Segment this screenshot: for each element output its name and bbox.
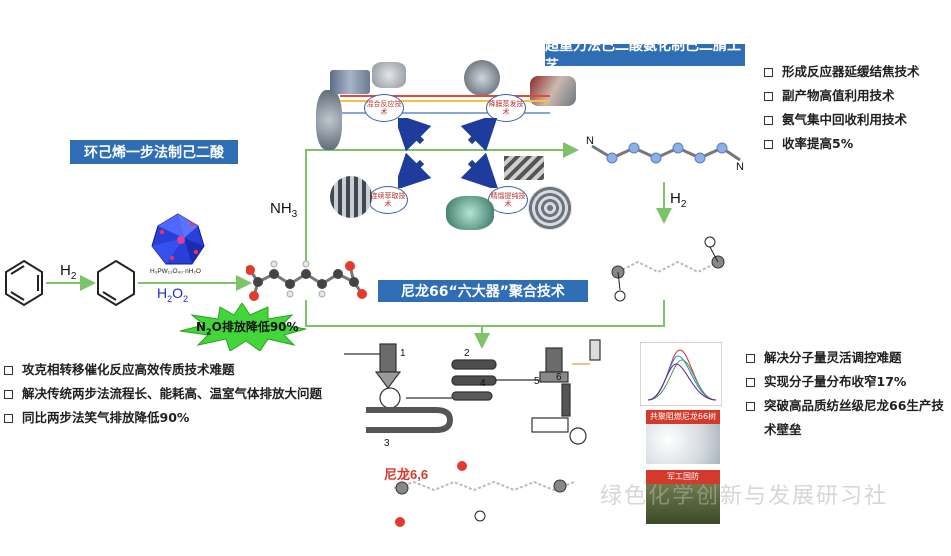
equipment-photo-6: [330, 176, 372, 218]
resin-pellets-photo: [646, 424, 720, 464]
n2o-reduction-burst: [179, 303, 307, 351]
list-item: 实现分子量分布收窄17%: [746, 370, 951, 394]
equipment-number-4: 4: [480, 378, 486, 389]
list-item: 副产物高值利用技术: [764, 84, 920, 108]
equipment-number-5: 5: [534, 376, 540, 387]
adiponitrile-molecule: N N: [586, 135, 744, 172]
title-nylon-polymerization: 尼龙66“六大器”聚合技术: [378, 280, 588, 302]
list-item: 同比两步法笑气排放降低90%: [4, 406, 322, 430]
nylon-advantages-list: 解决分子量灵活调控难题 实现分子量分布收窄17% 突破高品质纺丝级尼龙66生产技…: [746, 346, 951, 442]
svg-text:N: N: [736, 161, 744, 172]
equipment-photo-9: [528, 186, 572, 230]
bubble-falling-film: 降膜蒸发技术: [486, 94, 526, 122]
process-line-blue: [340, 112, 550, 114]
n2o-reduction-text: N2O排放降低90%: [196, 320, 299, 337]
equipment-photo-7: [446, 196, 494, 230]
catalyst-formula: H₃PW₁₂O₄₀·nH₂O: [150, 268, 201, 275]
title-supergravity-process: 超重力法己二酸氨化制己二腈工艺: [545, 38, 745, 74]
process-line-yellow: [340, 100, 550, 102]
nylon66-chain-molecule: [393, 461, 575, 527]
equipment-photo-2: [330, 70, 370, 94]
molecular-weight-distribution-plot: [640, 342, 722, 406]
bubble-continuous-extraction: 连续萃取技术: [368, 186, 408, 214]
cyclohexene-structure: [97, 259, 135, 307]
h2-label-left: H2: [60, 262, 77, 282]
equipment-photo-4: [464, 60, 500, 96]
hexamethylenediamine-molecule: [611, 236, 725, 302]
process-line-red: [340, 95, 550, 97]
equipment-photo-3: [372, 62, 406, 88]
catalyst-polyoxometalate-icon: [151, 213, 205, 265]
resin-label-banner: 共聚阻燃尼龙66树脂: [646, 410, 720, 435]
list-item: 攻克相转移催化反应高效传质技术难题: [4, 358, 322, 382]
military-photo: [646, 484, 720, 524]
h2-label-right: H2: [670, 190, 687, 210]
benzene-structure: [5, 259, 43, 307]
military-label-banner: 军工国防: [646, 470, 720, 484]
list-item: 解决分子量灵活调控难题: [746, 346, 951, 370]
title-cyclohexene-process: 环己烯一步法制己二酸: [70, 140, 238, 164]
nylon66-label: 尼龙6,6: [384, 467, 429, 482]
equipment-number-2: 2: [464, 348, 470, 359]
equipment-number-3: 3: [384, 438, 390, 449]
cyclohexene-advantages-list: 攻克相转移催化反应高效传质技术难题 解决传统两步法流程长、能耗高、温室气体排放大…: [4, 358, 322, 430]
supergravity-advantages-list: 形成反应器延缓结焦技术 副产物高值利用技术 氨气集中回收利用技术 收率提高5%: [764, 60, 920, 156]
svg-text:N: N: [586, 135, 594, 147]
list-item: 突破高品质纺丝级尼龙66生产技术壁垒: [746, 394, 951, 442]
list-item: 解决传统两步法流程长、能耗高、温室气体排放大问题: [4, 382, 322, 406]
list-item: 收率提高5%: [764, 132, 920, 156]
equipment-photo-1: [316, 90, 342, 150]
equipment-number-1: 1: [400, 348, 406, 359]
equipment-photo-8: [504, 156, 544, 180]
bubble-mixing-reaction: 混合反应技术: [364, 94, 404, 122]
adipic-acid-molecule: [246, 260, 367, 301]
process-arrows: [398, 118, 498, 188]
watermark-text: 绿色化学创新与发展研习社: [600, 484, 889, 509]
list-item: 氨气集中回收利用技术: [764, 108, 920, 132]
bubble-rectification: 精馏提纯技术: [488, 186, 528, 214]
polymerization-equipment-schematic: 1 2 3 4 5 6: [344, 339, 601, 449]
list-item: 形成反应器延缓结焦技术: [764, 60, 920, 84]
equipment-number-6: 6: [556, 372, 562, 383]
nh3-label: NH3: [270, 200, 298, 220]
h2o2-label: H2O2: [157, 285, 189, 304]
